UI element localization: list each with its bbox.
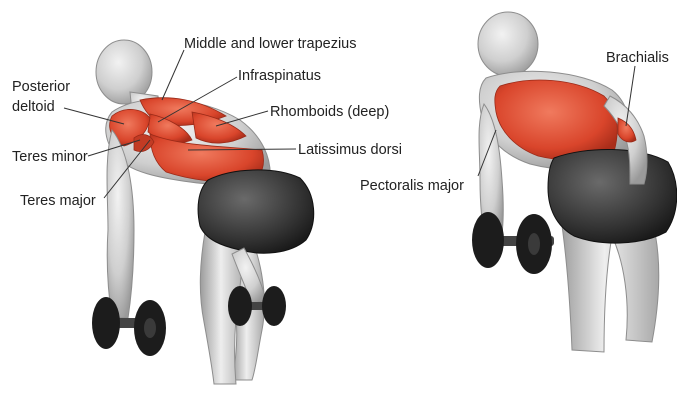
left-figure-shorts (198, 170, 314, 253)
left-figure (92, 40, 314, 384)
label-posterior-deltoid-line1: Posterior (12, 78, 70, 96)
right-figure-dumbbell (472, 212, 554, 274)
right-figure-shorts (548, 149, 677, 243)
label-pectoralis-major: Pectoralis major (360, 177, 464, 195)
leader-line-trapezius (162, 50, 184, 100)
label-rhomboids: Rhomboids (deep) (270, 103, 389, 121)
label-infraspinatus: Infraspinatus (238, 67, 321, 85)
right-figure-head (478, 12, 538, 76)
label-latissimus-dorsi: Latissimus dorsi (298, 141, 402, 159)
label-brachialis: Brachialis (606, 49, 669, 67)
label-middle-lower-trapezius: Middle and lower trapezius (184, 35, 356, 53)
label-posterior-deltoid-line2: deltoid (12, 98, 55, 116)
label-teres-minor: Teres minor (12, 148, 88, 166)
label-teres-major: Teres major (20, 192, 96, 210)
